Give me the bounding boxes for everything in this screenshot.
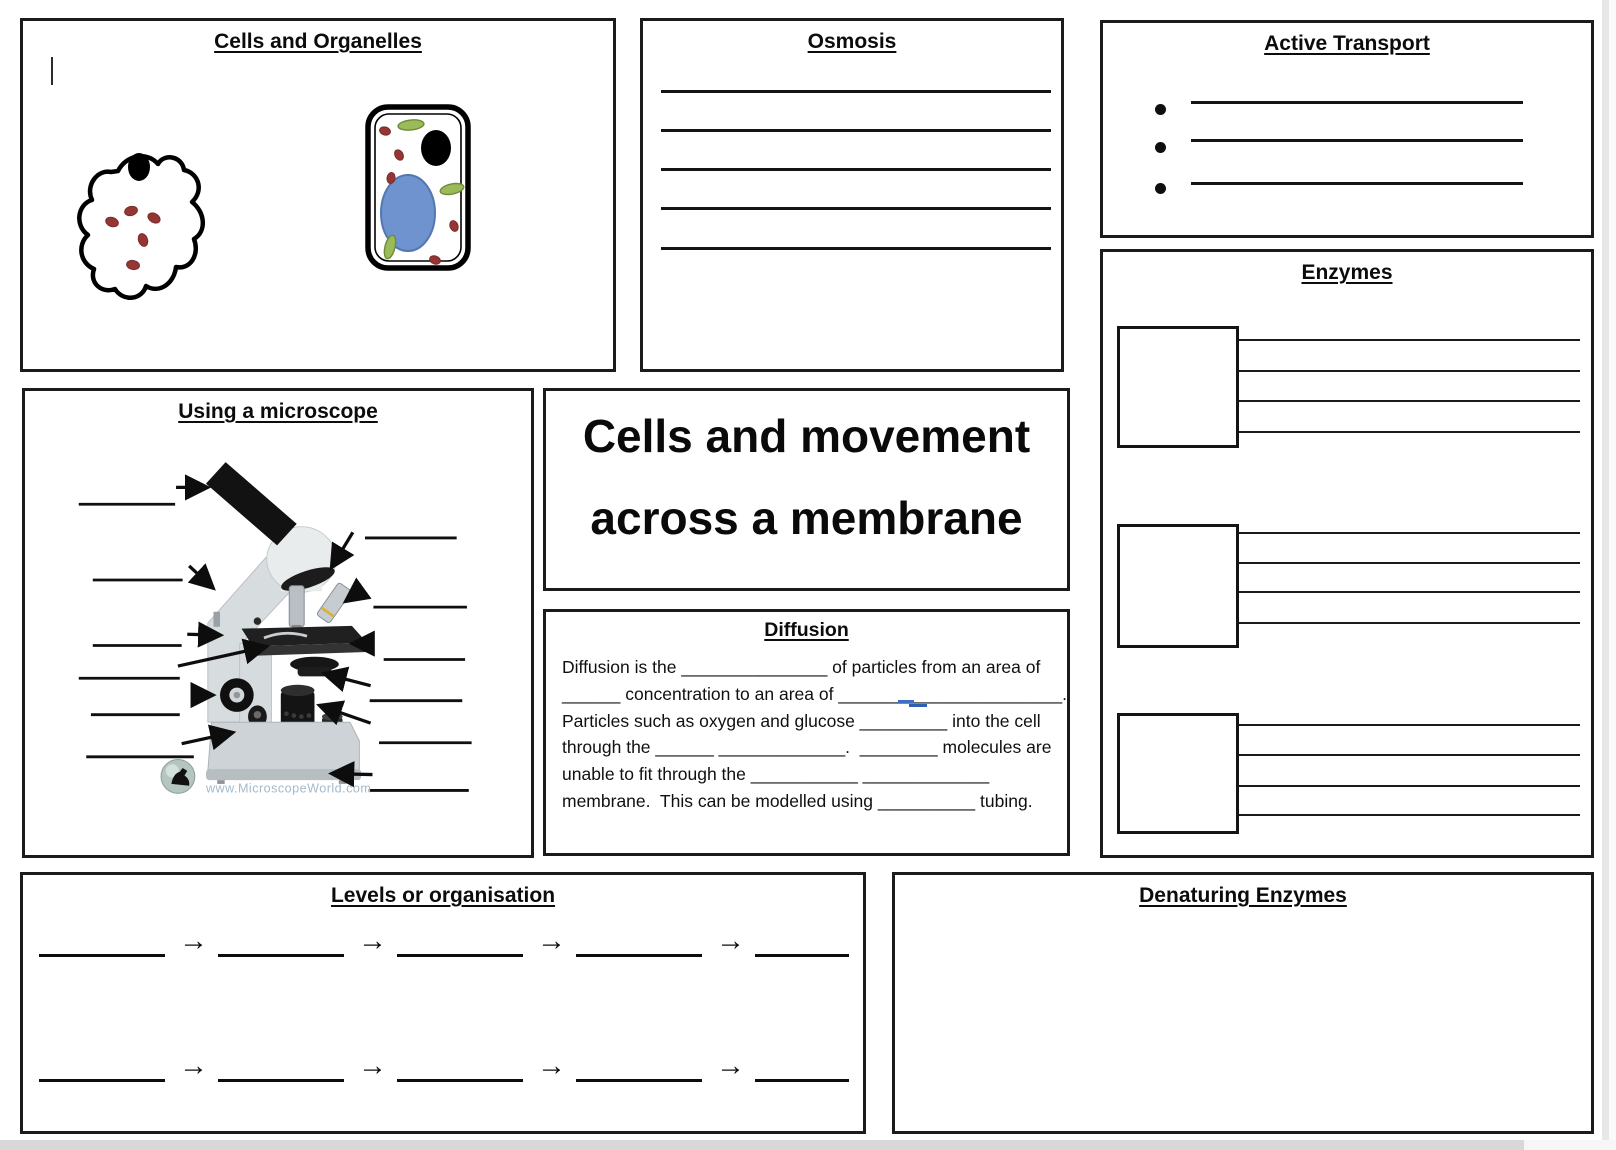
panel-microscope[interactable]: Using a microscope: [22, 388, 534, 858]
diffusion-text-line: unable to fit through the ___________ __…: [562, 764, 990, 785]
diffusion-text-line: ______ concentration to an area of _____…: [562, 683, 1068, 704]
enzyme-writing-line[interactable]: [1239, 591, 1580, 593]
label-lines-right: [364, 536, 472, 792]
microscope-illustration: www.MicroscopeWorld.com: [78, 462, 472, 795]
bottom-strip-light-segment: [1524, 1140, 1616, 1150]
levels-blank[interactable]: [576, 925, 702, 957]
levels-row: → → → →: [39, 925, 849, 957]
enzyme-writing-line[interactable]: [1239, 532, 1580, 534]
panel-osmosis[interactable]: Osmosis: [640, 18, 1064, 372]
enzyme-drawing-box[interactable]: [1117, 326, 1239, 448]
microscope-title: Using a microscope: [178, 400, 378, 423]
enzyme-writing-line[interactable]: [1239, 562, 1580, 564]
right-page-gutter: [1600, 0, 1616, 1140]
main-title-line1: Cells and movement: [582, 410, 1031, 462]
bullet-point: [1155, 104, 1166, 115]
enzyme-writing-line[interactable]: [1239, 754, 1580, 756]
enzyme-writing-line[interactable]: [1239, 785, 1580, 787]
microscope-objective: [288, 585, 305, 628]
panel-levels[interactable]: Levels or organisation → → → → → → → →: [20, 872, 866, 1134]
enzyme-writing-line[interactable]: [1239, 339, 1580, 341]
bullet-point: [1155, 183, 1166, 194]
osmosis-writing-line[interactable]: [661, 207, 1051, 210]
active-transport-writing-line[interactable]: [1191, 101, 1523, 104]
diffusion-text-line: Particles such as oxygen and glucose ___…: [562, 710, 1041, 731]
microscope-world-logo: [160, 759, 196, 794]
pointer-arrows: [176, 474, 375, 788]
diffusion-text-line: through the ______ _____________. ______…: [562, 737, 1052, 758]
levels-blank[interactable]: [218, 1050, 344, 1082]
enzyme-writing-line[interactable]: [1239, 370, 1580, 372]
panel-diffusion[interactable]: Diffusion Diffusion is the _____________…: [543, 609, 1070, 856]
levels-blank[interactable]: [39, 1050, 165, 1082]
panel-main-title[interactable]: Cells and movement across a membrane: [543, 388, 1070, 591]
enzyme-writing-line[interactable]: [1239, 431, 1580, 433]
levels-blank[interactable]: [218, 925, 344, 957]
bullet-point: [1155, 142, 1166, 153]
arrow-right-glyph: →: [179, 1050, 208, 1082]
osmosis-writing-line[interactable]: [661, 168, 1051, 171]
active-transport-title: Active Transport: [1264, 32, 1430, 55]
osmosis-writing-line[interactable]: [661, 247, 1051, 250]
label-lines-left: [78, 502, 194, 759]
levels-title: Levels or organisation: [330, 884, 556, 907]
diffusion-text-line: membrane. This can be modelled using ___…: [562, 790, 1033, 811]
osmosis-title: Osmosis: [807, 30, 897, 53]
active-transport-writing-line[interactable]: [1191, 139, 1523, 142]
main-title-line2: across a membrane: [590, 492, 1023, 544]
enzyme-writing-line[interactable]: [1239, 622, 1580, 624]
panel-enzymes[interactable]: Enzymes: [1100, 249, 1594, 858]
arrow-right-glyph: →: [358, 925, 387, 957]
panel-active-transport[interactable]: Active Transport: [1100, 20, 1594, 238]
enzymes-title: Enzymes: [1301, 261, 1393, 284]
levels-blank[interactable]: [39, 925, 165, 957]
enzyme-drawing-box[interactable]: [1117, 524, 1239, 648]
microscope-eyepiece: [205, 462, 297, 546]
worksheet-main-title: Cells and movement across a membrane: [546, 391, 1067, 559]
enzyme-writing-line[interactable]: [1239, 724, 1580, 726]
levels-blank[interactable]: [397, 1050, 523, 1082]
arrow-right-glyph: →: [537, 925, 566, 957]
bottom-scroll-strip[interactable]: [0, 1140, 1616, 1150]
microscope-base: [207, 721, 360, 772]
osmosis-writing-line[interactable]: [661, 90, 1051, 93]
microscope-nosepiece: [281, 567, 335, 591]
arrow-right-glyph: →: [179, 925, 208, 957]
denaturing-title: Denaturing Enzymes: [1139, 884, 1347, 907]
diffusion-text: Diffusion is the _______________ of part…: [562, 654, 1068, 815]
arrow-right-glyph: →: [537, 1050, 566, 1082]
active-transport-writing-line[interactable]: [1191, 182, 1523, 185]
enzyme-drawing-box[interactable]: [1117, 713, 1239, 834]
text-cursor: [51, 57, 53, 85]
arrow-right-glyph: →: [716, 1050, 745, 1082]
levels-blank[interactable]: [397, 925, 523, 957]
cell-diagrams-illustration: [77, 104, 471, 300]
arrow-right-glyph: →: [358, 1050, 387, 1082]
animal-cell-drawing: [77, 153, 205, 300]
cells-organelles-title: Cells and Organelles: [214, 30, 422, 53]
microscope-body: [205, 462, 367, 784]
spellcheck-mark: [909, 704, 927, 707]
arrow-right-glyph: →: [716, 925, 745, 957]
osmosis-writing-line[interactable]: [661, 129, 1051, 132]
spellcheck-mark: [898, 700, 914, 703]
enzyme-writing-line[interactable]: [1239, 814, 1580, 816]
levels-blank[interactable]: [755, 925, 849, 957]
levels-blank[interactable]: [755, 1050, 849, 1082]
panel-denaturing[interactable]: Denaturing Enzymes: [892, 872, 1594, 1134]
levels-blank[interactable]: [576, 1050, 702, 1082]
levels-row: → → → →: [39, 1050, 849, 1082]
plant-cell-drawing: [365, 104, 471, 271]
microscope-watermark: www.MicroscopeWorld.com: [205, 781, 371, 795]
diffusion-text-line: Diffusion is the _______________ of part…: [562, 657, 1041, 677]
diffusion-title: Diffusion: [764, 619, 849, 641]
panel-cells-organelles[interactable]: Cells and Organelles: [20, 18, 616, 372]
enzyme-writing-line[interactable]: [1239, 400, 1580, 402]
